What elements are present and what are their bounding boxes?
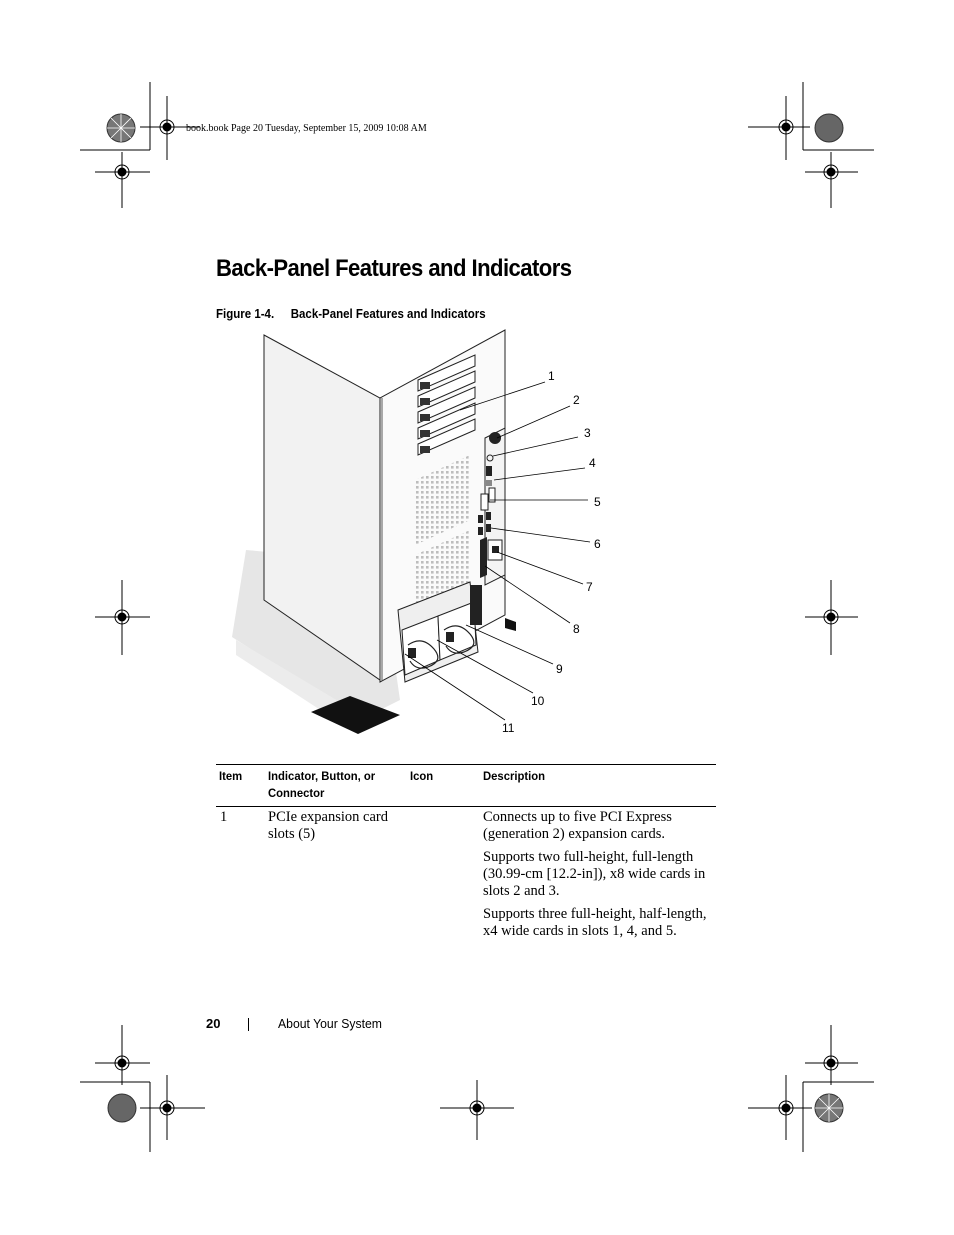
- callout-10: 10: [531, 694, 545, 708]
- header-description: Description: [483, 769, 546, 783]
- callout-3: 3: [584, 426, 591, 440]
- callout-6: 6: [594, 537, 601, 551]
- callout-4: 4: [589, 456, 596, 470]
- page-number: 20: [206, 1016, 221, 1031]
- row-1-description-para-2: Supports two full-height, full-length (3…: [483, 849, 706, 899]
- callout-11: 11: [502, 721, 515, 735]
- row-1-indicator-line1: PCIe expansion card: [268, 809, 388, 825]
- footer-section-title: About Your System: [278, 1016, 382, 1031]
- page-slug: book.book Page 20 Tuesday, September 15,…: [186, 123, 427, 134]
- footer-divider: [248, 1018, 249, 1031]
- header-indicator-line1: Indicator, Button, or: [268, 769, 376, 783]
- callout-2: 2: [573, 393, 580, 407]
- figure-title: Back-Panel Features and Indicators: [290, 307, 486, 321]
- row-1-description-para-3: Supports three full-height, half-length,…: [483, 906, 707, 939]
- row-1-indicator: PCIe expansion card slots (5): [268, 809, 408, 843]
- row-1-item: 1: [220, 809, 228, 825]
- figure-caption: Figure 1-4. Back-Panel Features and Indic…: [216, 307, 486, 321]
- page-title: Back-Panel Features and Indicators: [216, 255, 572, 282]
- callout-5: 5: [594, 495, 601, 509]
- row-1-description-para-1: Connects up to five PCI Express (generat…: [483, 809, 672, 842]
- figure-number: Figure 1-4.: [216, 307, 275, 321]
- callout-9: 9: [556, 662, 563, 676]
- callout-1: 1: [548, 369, 555, 383]
- callout-7: 7: [586, 580, 593, 594]
- header-indicator: Indicator, Button, or Connector: [268, 768, 400, 802]
- table-header-rule: [216, 806, 716, 807]
- row-1-indicator-line2: slots (5): [268, 826, 316, 842]
- header-item: Item: [219, 769, 243, 783]
- callout-8: 8: [573, 622, 580, 636]
- header-indicator-line2: Connector: [268, 786, 325, 800]
- header-icon: Icon: [410, 769, 434, 783]
- table-top-rule: [216, 764, 716, 765]
- row-1-description: Connects up to five PCI Express (generat…: [483, 809, 715, 946]
